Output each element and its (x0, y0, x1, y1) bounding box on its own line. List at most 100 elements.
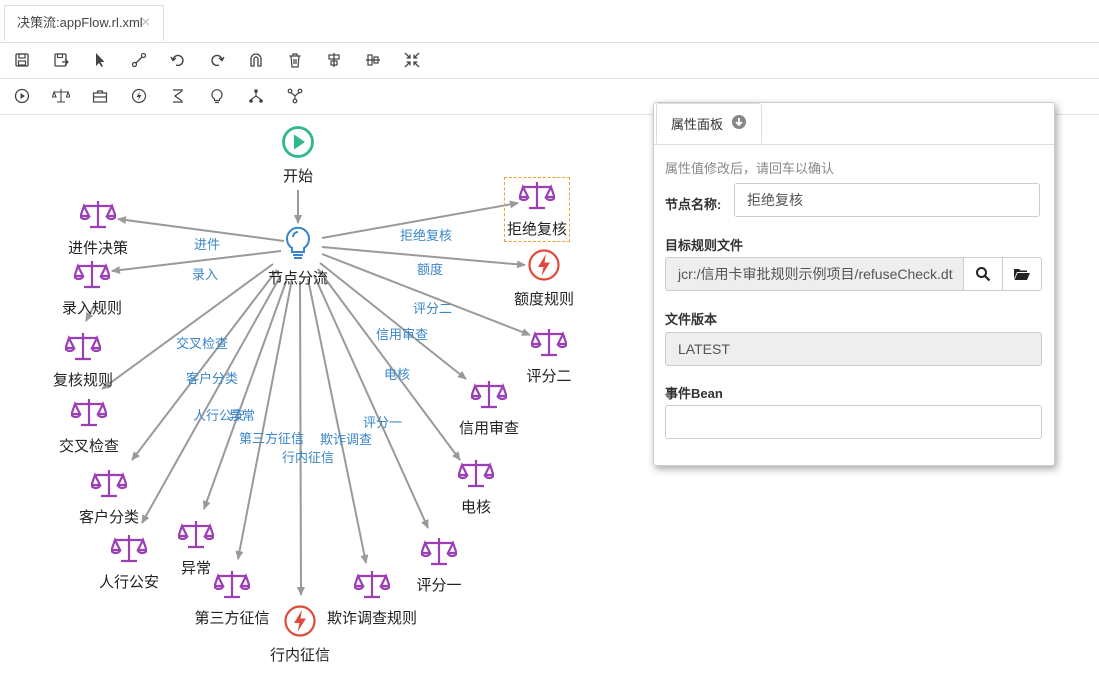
flow-canvas[interactable]: 进件录入拒绝复核额度评分二信用审查电核交叉检查客户分类人行公安异常第三方征信欺诈… (0, 113, 1099, 698)
save-as-icon[interactable] (49, 49, 73, 71)
flow-edge[interactable] (101, 263, 274, 390)
flow-edge[interactable] (317, 268, 461, 461)
delete-icon[interactable] (283, 49, 307, 71)
edge-label-abnormal: 异常 (229, 408, 256, 423)
magnet-icon[interactable] (244, 49, 268, 71)
node-name-label: 节点名称: (665, 197, 722, 212)
edge-label-cross: 交叉检查 (176, 336, 229, 351)
node-refuse-check[interactable]: 拒绝复核 (477, 177, 597, 242)
scale-icon (517, 180, 557, 217)
node-score2[interactable]: 评分二 (489, 327, 609, 386)
node-decision[interactable]: 节点分流 (238, 223, 358, 288)
property-panel-title: 属性面板 (671, 117, 724, 132)
redo-icon[interactable] (205, 49, 229, 71)
event-bean-label: 事件Bean (665, 386, 723, 401)
node-credit-review[interactable]: 信用审查 (429, 379, 549, 438)
node-intake-decision[interactable]: 进件决策 (38, 199, 158, 258)
flow-edge[interactable] (319, 262, 467, 380)
scale-icon (456, 458, 496, 495)
node-label: 节点分流 (267, 270, 328, 287)
search-file-button[interactable] (963, 257, 1003, 291)
compress-icon[interactable] (400, 49, 424, 71)
flow-edge[interactable] (235, 278, 293, 560)
flow-edge[interactable] (321, 253, 531, 336)
editor-tab[interactable]: 决策流:appFlow.rl.xml × (4, 5, 164, 41)
flow-edge[interactable] (117, 216, 285, 242)
node-entry-rule[interactable]: 录入规则 (32, 259, 152, 318)
node-fraud-rule[interactable]: 欺诈调查规则 (312, 569, 432, 628)
node-label: 人行公安 (98, 574, 159, 591)
node-label: 拒绝复核 (506, 221, 567, 238)
edge-label-customer: 客户分类 (186, 371, 239, 386)
select-pointer-icon[interactable] (88, 49, 112, 71)
collapse-icon[interactable] (731, 105, 747, 147)
editor-tab-title: 决策流:appFlow.rl.xml (17, 15, 143, 30)
node-phone-check[interactable]: 电核 (416, 458, 536, 517)
package-node-icon[interactable] (88, 85, 112, 107)
scale-icon (529, 327, 569, 364)
node-score1[interactable]: 评分一 (379, 536, 499, 595)
flow-edge[interactable] (321, 246, 526, 269)
node-customer-class[interactable]: 客户分类 (49, 468, 169, 527)
connection-icon[interactable] (127, 49, 151, 71)
close-tab-icon[interactable]: × (141, 14, 151, 31)
rule-file-label: 目标规则文件 (665, 238, 744, 253)
scale-icon (469, 379, 509, 416)
rule-file-field[interactable]: jcr:/信用卡审批规则示例项目/refuseCheck.dt (665, 257, 964, 291)
scale-icon (78, 199, 118, 236)
play-icon (281, 125, 315, 164)
node-public-security[interactable]: 人行公安 (69, 533, 189, 592)
scale-icon (69, 397, 109, 434)
node-third-credit[interactable]: 第三方征信 (172, 569, 292, 628)
node-internal-credit[interactable]: 行内征信 (240, 604, 360, 665)
flow-edge[interactable] (141, 274, 282, 524)
align-center-icon[interactable] (322, 49, 346, 71)
rule-node-icon[interactable] (49, 85, 73, 107)
flow-edge[interactable] (313, 274, 429, 529)
script-node-icon[interactable] (166, 85, 190, 107)
property-panel-tab[interactable]: 属性面板 (656, 103, 762, 144)
node-name-field[interactable]: 拒绝复核 (734, 183, 1040, 217)
start-node-icon[interactable] (10, 85, 34, 107)
edge-label-credit: 信用审查 (376, 327, 429, 342)
scale-icon (89, 468, 129, 505)
node-start[interactable]: 开始 (238, 125, 358, 186)
node-label: 进件决策 (67, 240, 128, 257)
event-bean-field[interactable] (665, 405, 1042, 439)
action-node-icon[interactable] (127, 85, 151, 107)
open-folder-button[interactable] (1002, 257, 1042, 291)
scale-icon (352, 569, 392, 606)
decision-node-icon[interactable] (205, 85, 229, 107)
node-review-rule[interactable]: 复核规则 (23, 331, 143, 390)
edge-label-score1: 评分一 (363, 415, 403, 430)
flow-edges (85, 190, 531, 596)
edge-label-score2: 评分二 (413, 301, 453, 316)
fork-node-icon[interactable] (244, 85, 268, 107)
undo-icon[interactable] (166, 49, 190, 71)
folder-open-icon (1014, 269, 1030, 280)
node-label: 复核规则 (52, 372, 113, 389)
node-cross-check[interactable]: 交叉检查 (29, 397, 149, 456)
node-label: 信用审查 (458, 420, 519, 437)
join-node-icon[interactable] (283, 85, 307, 107)
flow-edge[interactable] (307, 278, 369, 564)
node-limit-rule[interactable]: 额度规则 (484, 248, 604, 309)
scale-icon (419, 536, 459, 573)
align-middle-icon[interactable] (361, 49, 385, 71)
node-abnormal[interactable]: 异常 (136, 519, 256, 578)
flow-edge[interactable] (202, 278, 288, 510)
node-label: 交叉检查 (58, 438, 119, 455)
edit-toolbar (0, 42, 1099, 79)
file-version-field[interactable]: LATEST (665, 332, 1042, 366)
node-label: 电核 (460, 499, 491, 516)
lightning-icon (283, 604, 317, 643)
flow-edge[interactable] (296, 280, 305, 596)
flow-edge[interactable] (111, 250, 282, 275)
save-icon[interactable] (10, 49, 34, 71)
edge-label-limit: 额度 (417, 262, 444, 277)
flow-edge[interactable] (85, 303, 96, 322)
flow-edge[interactable] (321, 200, 519, 239)
node-label: 异常 (180, 560, 211, 577)
scale-icon (176, 519, 216, 556)
flow-edge[interactable] (131, 269, 278, 461)
